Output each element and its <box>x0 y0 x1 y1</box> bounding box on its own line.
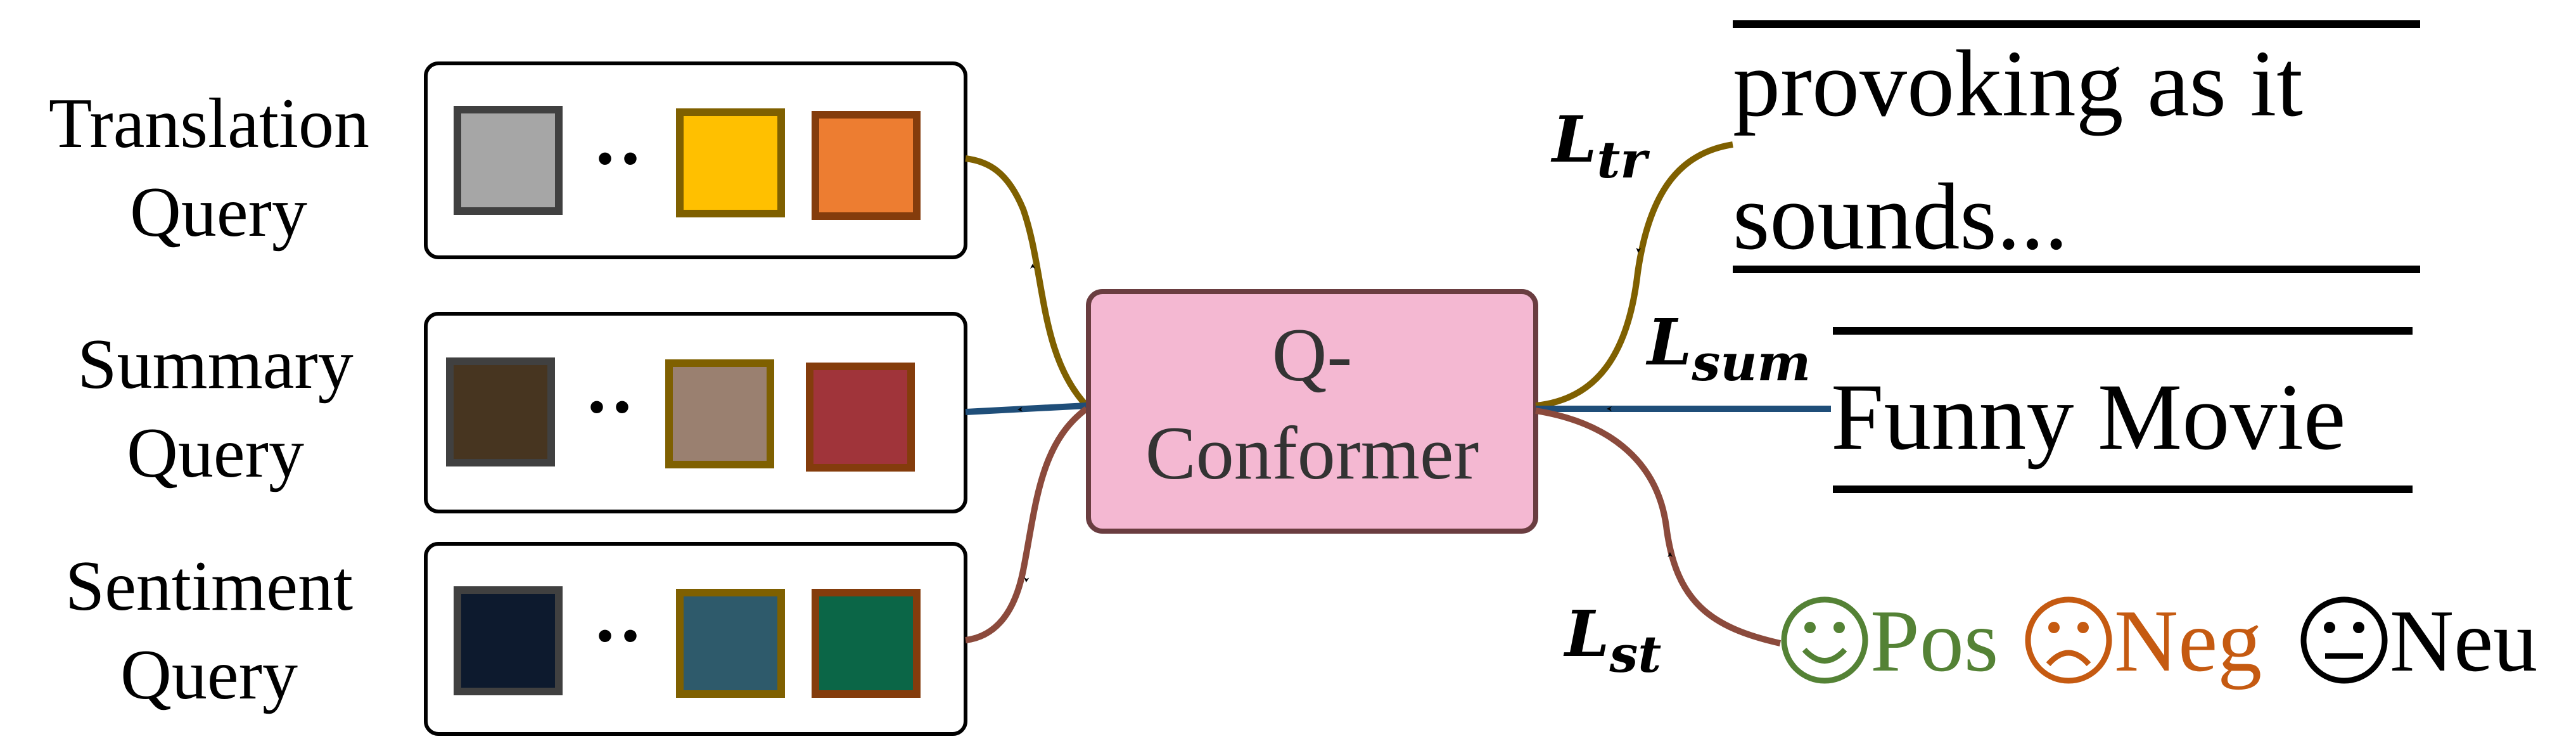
q-conformer-label-line2: Conformer <box>1145 411 1479 495</box>
translation-output-line1: provoking as it <box>1733 31 2303 136</box>
summary-query-label-line2: Query <box>127 414 304 492</box>
sad-face-icon <box>2025 596 2112 684</box>
sentiment-query-ellipsis: ·· <box>592 593 643 678</box>
sentiment-loss-connection <box>1535 408 1782 646</box>
translation-output-line2: sounds... <box>1733 164 2068 269</box>
sentiment-output: Pos Neg Neu <box>1781 592 2537 690</box>
sentiment-positive-label: Pos <box>1870 592 1998 690</box>
sentiment-query-connection <box>965 406 1088 643</box>
translation-query-box: ·· <box>424 61 967 259</box>
translation-query-token <box>676 108 785 217</box>
summary-loss-label: Lsum <box>1645 305 1811 392</box>
sentiment-query-box: ·· <box>424 542 967 736</box>
translation-loss-label: Ltr <box>1550 102 1650 190</box>
sentiment-loss-label: Lst <box>1563 596 1661 684</box>
sentiment-neutral-label: Neu <box>2390 592 2537 690</box>
translation-query-ellipsis: ·· <box>592 116 643 200</box>
summary-query-token <box>446 357 555 466</box>
q-conformer-block: Q- Conformer <box>1086 289 1538 534</box>
sentiment-query-label-line1: Sentiment <box>65 547 353 626</box>
translation-loss-subscript: tr <box>1597 130 1650 190</box>
summary-query-ellipsis: ·· <box>584 364 635 449</box>
translation-query-token <box>454 106 563 215</box>
translation-loss-symbol: L <box>1550 102 1597 177</box>
summary-query-label: Summary Query <box>77 325 354 492</box>
translation-query-label: Translation Query <box>49 84 369 252</box>
sentiment-query-label: Sentiment Query <box>65 547 353 714</box>
summary-query-connection <box>965 402 1087 415</box>
translation-query-label-line2: Query <box>130 173 307 252</box>
summary-query-token <box>665 359 774 468</box>
summary-output: Funny Movie <box>1831 327 2413 493</box>
summary-output-text: Funny Movie <box>1831 364 2346 470</box>
summary-query-label-line1: Summary <box>77 325 354 404</box>
sentiment-query-token <box>454 586 563 695</box>
sentiment-loss-symbol: L <box>1563 596 1609 671</box>
summary-loss-subscript: sum <box>1691 333 1811 392</box>
translation-query-label-line1: Translation <box>49 84 369 163</box>
translation-query-token <box>812 111 921 220</box>
q-conformer-label-line1: Q- <box>1272 312 1353 397</box>
sentiment-loss-subscript: st <box>1609 624 1661 684</box>
translation-query-connection <box>965 155 1089 408</box>
summary-loss-symbol: L <box>1645 305 1692 380</box>
summary-query-box: ·· <box>424 312 967 513</box>
summary-query-token <box>806 363 915 472</box>
translation-output: provoking as it sounds... <box>1733 20 2420 273</box>
sentiment-query-label-line2: Query <box>120 636 298 714</box>
sentiment-query-token <box>676 589 785 698</box>
sentiment-query-token <box>812 589 921 698</box>
happy-face-icon <box>1781 596 1868 684</box>
neutral-face-icon <box>2300 596 2388 684</box>
translation-loss-connection <box>1535 141 1733 409</box>
sentiment-negative-label: Neg <box>2114 592 2262 690</box>
